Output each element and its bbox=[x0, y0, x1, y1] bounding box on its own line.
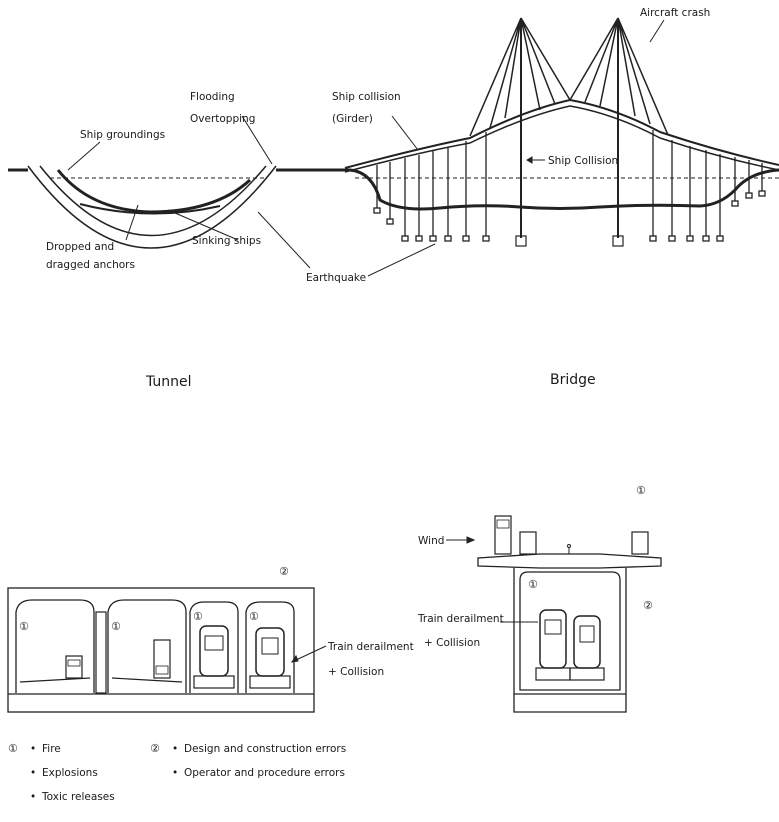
label-dropped-anchors-1: Dropped and bbox=[46, 241, 114, 253]
car-icon bbox=[632, 532, 648, 554]
service-gallery bbox=[96, 612, 106, 693]
label-flooding: Flooding bbox=[190, 91, 235, 103]
road-bore-1 bbox=[16, 600, 94, 693]
bridge-seabed bbox=[350, 170, 779, 209]
train-icon bbox=[256, 628, 284, 676]
legend: ① • Fire • Explosions • Toxic releases ②… bbox=[8, 742, 346, 803]
tunnel-trench-inner bbox=[40, 166, 266, 236]
bridge-deck-slab bbox=[478, 554, 661, 568]
label-sinking-ships: Sinking ships bbox=[192, 235, 261, 247]
legend-item: Toxic releases bbox=[41, 791, 115, 803]
legend-bullet: • bbox=[172, 767, 178, 779]
bridge-marker-1: ① bbox=[528, 578, 538, 591]
label-girder: (Girder) bbox=[332, 113, 373, 125]
label-ship-collision: Ship Collision bbox=[548, 155, 618, 167]
legend-marker-1: ① bbox=[8, 742, 18, 755]
road-bore-2 bbox=[108, 600, 186, 693]
legend-marker-2: ② bbox=[150, 742, 160, 755]
train-icon bbox=[540, 610, 566, 668]
tunnel-cross-section bbox=[8, 588, 326, 712]
tunnel-marker-1: ① bbox=[193, 610, 203, 623]
leader-lines bbox=[68, 20, 664, 276]
tunnel-train-label-2: + Collision bbox=[328, 666, 384, 678]
car-icon bbox=[520, 532, 536, 554]
caption-tunnel: Tunnel bbox=[145, 374, 192, 390]
tunnel-marker-1: ① bbox=[249, 610, 259, 623]
bridge-marker-1: ① bbox=[636, 484, 646, 497]
bridge-train-label-1: Train derailment bbox=[417, 613, 504, 625]
label-ship-collision-girder: Ship collision bbox=[332, 91, 401, 103]
legend-bullet: • bbox=[30, 743, 36, 755]
car-icon bbox=[66, 656, 82, 678]
tunnel-marker-1: ① bbox=[111, 620, 121, 633]
caption-bridge: Bridge bbox=[550, 372, 596, 388]
tunnel-overview bbox=[8, 166, 350, 248]
bridge-train-label-2: + Collision bbox=[424, 637, 480, 649]
road-surface-2 bbox=[112, 678, 182, 682]
legend-item: Design and construction errors bbox=[184, 743, 346, 755]
approach-piers-left bbox=[374, 132, 489, 241]
bridge-overview bbox=[345, 18, 779, 246]
legend-bullet: • bbox=[30, 767, 36, 779]
legend-item: Fire bbox=[42, 743, 61, 755]
label-earthquake: Earthquake bbox=[306, 272, 366, 284]
legend-item: Explosions bbox=[42, 767, 98, 779]
label-overtopping: Overtopping bbox=[190, 113, 255, 125]
legend-item: Operator and procedure errors bbox=[184, 767, 345, 779]
tunnel-marker-2: ② bbox=[279, 565, 289, 578]
tunnel-train-label-1: Train derailment bbox=[327, 641, 414, 653]
label-dropped-anchors-2: dragged anchors bbox=[46, 259, 135, 271]
legend-bullet: • bbox=[30, 791, 36, 803]
label-ship-groundings: Ship groundings bbox=[80, 129, 165, 141]
train-icon bbox=[200, 626, 228, 676]
tunnel-marker-1: ① bbox=[19, 620, 29, 633]
legend-bullet: • bbox=[172, 743, 178, 755]
bridge-marker-2: ② bbox=[643, 599, 653, 612]
bridge-wind-label: Wind bbox=[418, 535, 444, 547]
label-aircraft-crash: Aircraft crash bbox=[640, 7, 710, 19]
